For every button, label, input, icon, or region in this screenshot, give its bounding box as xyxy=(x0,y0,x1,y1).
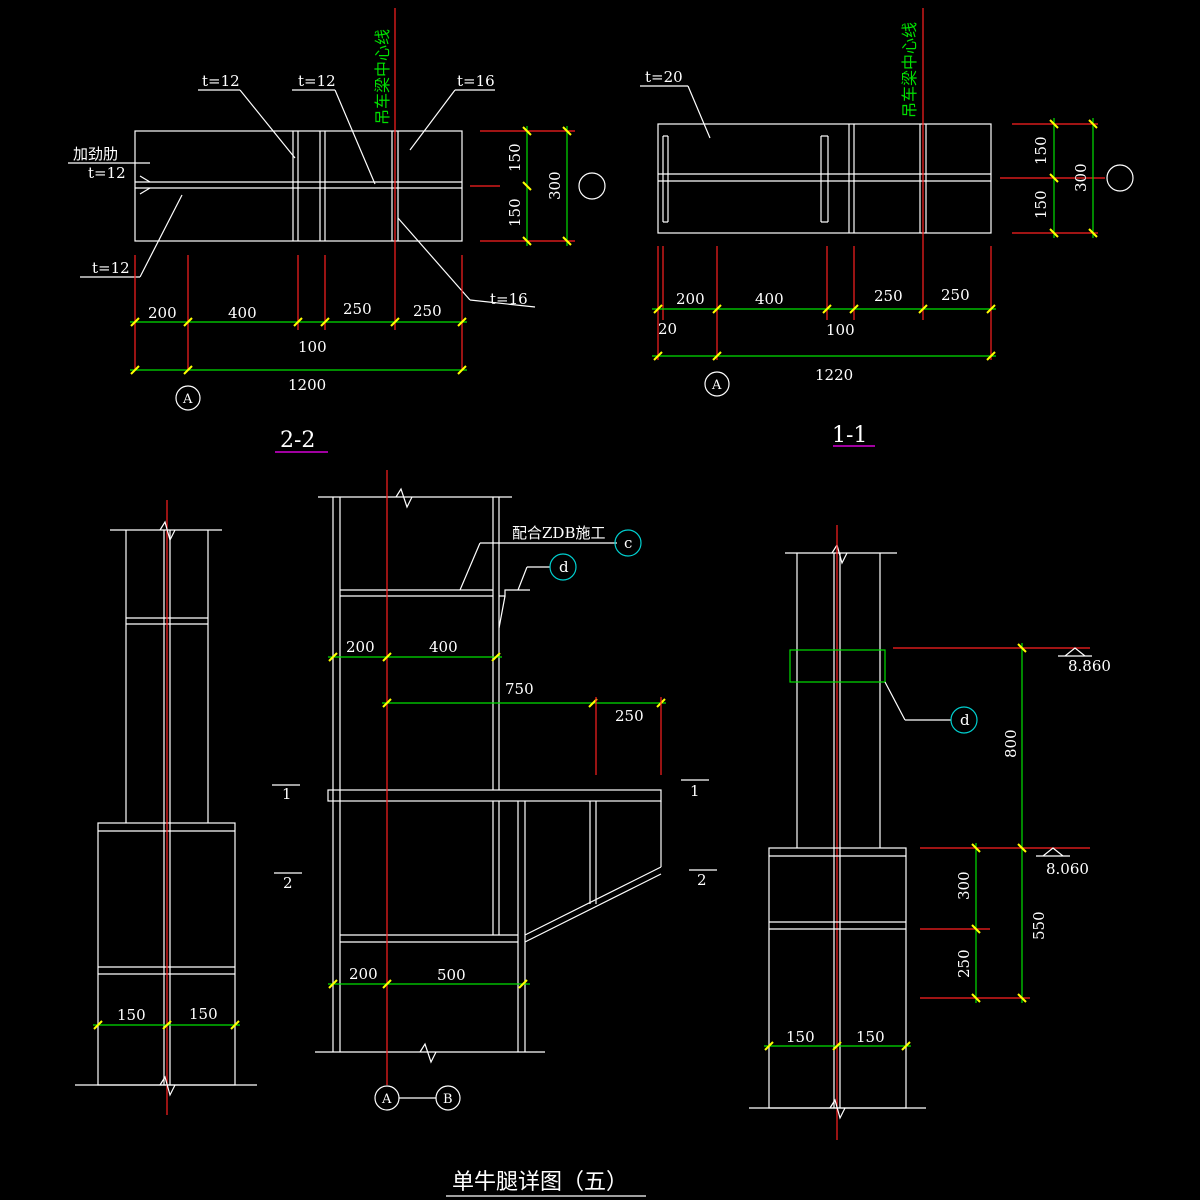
dim-side-550: 550 xyxy=(1030,911,1048,940)
drawing-title: 单牛腿详图（五） xyxy=(452,1170,628,1195)
dim-side-150a: 150 xyxy=(786,1028,815,1046)
t-label-2-2-a: t=12 xyxy=(202,72,240,90)
dim-side-800: 800 xyxy=(1002,729,1020,758)
dim-2-2-1200: 1200 xyxy=(288,376,326,394)
stiffener-label: 加劲肋 xyxy=(73,145,118,163)
crane-centerline-1-1: 吊车梁中心线 xyxy=(900,22,919,118)
dim-2-2-400: 400 xyxy=(228,304,257,322)
section-label-2-2: 2-2 xyxy=(280,428,315,453)
tag-d: d xyxy=(559,558,569,576)
dim-1-1-1220: 1220 xyxy=(815,366,853,384)
dim-1-1-400: 400 xyxy=(755,290,784,308)
dim-2-2-300: 300 xyxy=(546,171,564,200)
dim-1-1-150b: 150 xyxy=(1032,190,1050,219)
dim-elev-500: 500 xyxy=(437,966,466,984)
t-label-2-2-e: t=16 xyxy=(490,290,528,308)
dim-2-2-150b: 150 xyxy=(506,198,524,227)
dim-2-2-250b: 250 xyxy=(413,302,442,320)
tag-c: c xyxy=(624,534,632,552)
dim-side-250: 250 xyxy=(955,949,973,978)
t-label-2-2-c: t=16 xyxy=(457,72,495,90)
dim-1-1-100: 100 xyxy=(826,321,855,339)
t-label-2-2-d: t=12 xyxy=(92,259,130,277)
axis-a-1-1: A xyxy=(711,378,722,393)
elev-8060: 8.060 xyxy=(1046,860,1089,878)
dim-2-2-150a: 150 xyxy=(506,143,524,172)
dim-1-1-250b: 250 xyxy=(941,286,970,304)
dim-2-2-250a: 250 xyxy=(343,300,372,318)
dim-1-1-200: 200 xyxy=(676,290,705,308)
section-label-1-1: 1-1 xyxy=(832,423,867,448)
dim-side-300: 300 xyxy=(955,871,973,900)
corbel-side-view xyxy=(749,525,1092,1140)
dim-elev-200: 200 xyxy=(346,638,375,656)
axis-a-2-2: A xyxy=(182,392,193,407)
dim-elev-400: 400 xyxy=(429,638,458,656)
elev-8860: 8.860 xyxy=(1068,657,1111,675)
t-label-2-2-b: t=12 xyxy=(298,72,336,90)
dim-elev-750: 750 xyxy=(505,680,534,698)
dim-elev-250: 250 xyxy=(615,707,644,725)
cut-1-right: 1 xyxy=(690,782,700,800)
section-2-2 xyxy=(68,8,606,453)
cut-1-left: 1 xyxy=(282,785,292,803)
dim-1-1-300: 300 xyxy=(1072,163,1090,192)
dim-side-150b: 150 xyxy=(856,1028,885,1046)
stiffener-t: t=12 xyxy=(88,164,126,182)
note-zdb: 配合ZDB施工 xyxy=(512,524,605,542)
dim-1-1-250a: 250 xyxy=(874,287,903,305)
column-front-view xyxy=(75,500,257,1115)
axis-b-elev: B xyxy=(443,1092,453,1107)
tag-d-side: d xyxy=(960,711,970,729)
axis-a-elev: A xyxy=(381,1092,392,1107)
dim-col-150b: 150 xyxy=(189,1005,218,1023)
t-label-1-1: t=20 xyxy=(645,68,683,86)
crane-centerline-2-2: 吊车梁中心线 xyxy=(373,29,392,125)
dim-elev-200b: 200 xyxy=(349,965,378,983)
dim-2-2-100: 100 xyxy=(298,338,327,356)
corbel-elevation xyxy=(272,470,717,1111)
cut-2-right: 2 xyxy=(697,871,707,889)
dim-1-1-20: 20 xyxy=(658,320,677,338)
dim-col-150a: 150 xyxy=(117,1006,146,1024)
section-1-1 xyxy=(640,8,1134,447)
dim-1-1-150a: 150 xyxy=(1032,136,1050,165)
dim-2-2-200: 200 xyxy=(148,304,177,322)
cut-2-left: 2 xyxy=(283,874,293,892)
